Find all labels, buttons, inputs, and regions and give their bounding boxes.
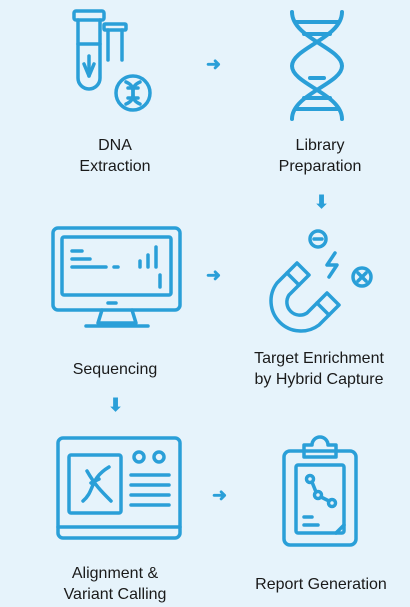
arrow-right-icon: ➜ <box>212 485 228 505</box>
step-label-library-preparation: Library Preparation <box>278 137 362 175</box>
arrow-down-icon: ⬇ <box>108 395 124 415</box>
arrow-right-icon: ➜ <box>206 54 222 74</box>
magnet-capture-icon <box>265 225 380 340</box>
alignment-instrument-icon <box>55 435 183 550</box>
step-label-report-generation: Report Generation <box>255 576 387 593</box>
arrow-down-icon: ⬇ <box>314 192 330 212</box>
step-label-sequencing: Sequencing <box>72 361 158 378</box>
arrow-right-icon: ➜ <box>206 265 222 285</box>
test-tube-dna-icon <box>68 8 168 113</box>
clipboard-report-icon <box>278 435 368 555</box>
step-label-alignment: Alignment & Variant Calling <box>63 565 167 603</box>
step-label-dna-extraction: DNA Extraction <box>79 137 151 175</box>
step-label-target-enrichment: Target Enrichment by Hybrid Capture <box>254 350 384 388</box>
dna-helix-icon <box>280 8 355 123</box>
sequencer-monitor-icon <box>50 225 185 335</box>
